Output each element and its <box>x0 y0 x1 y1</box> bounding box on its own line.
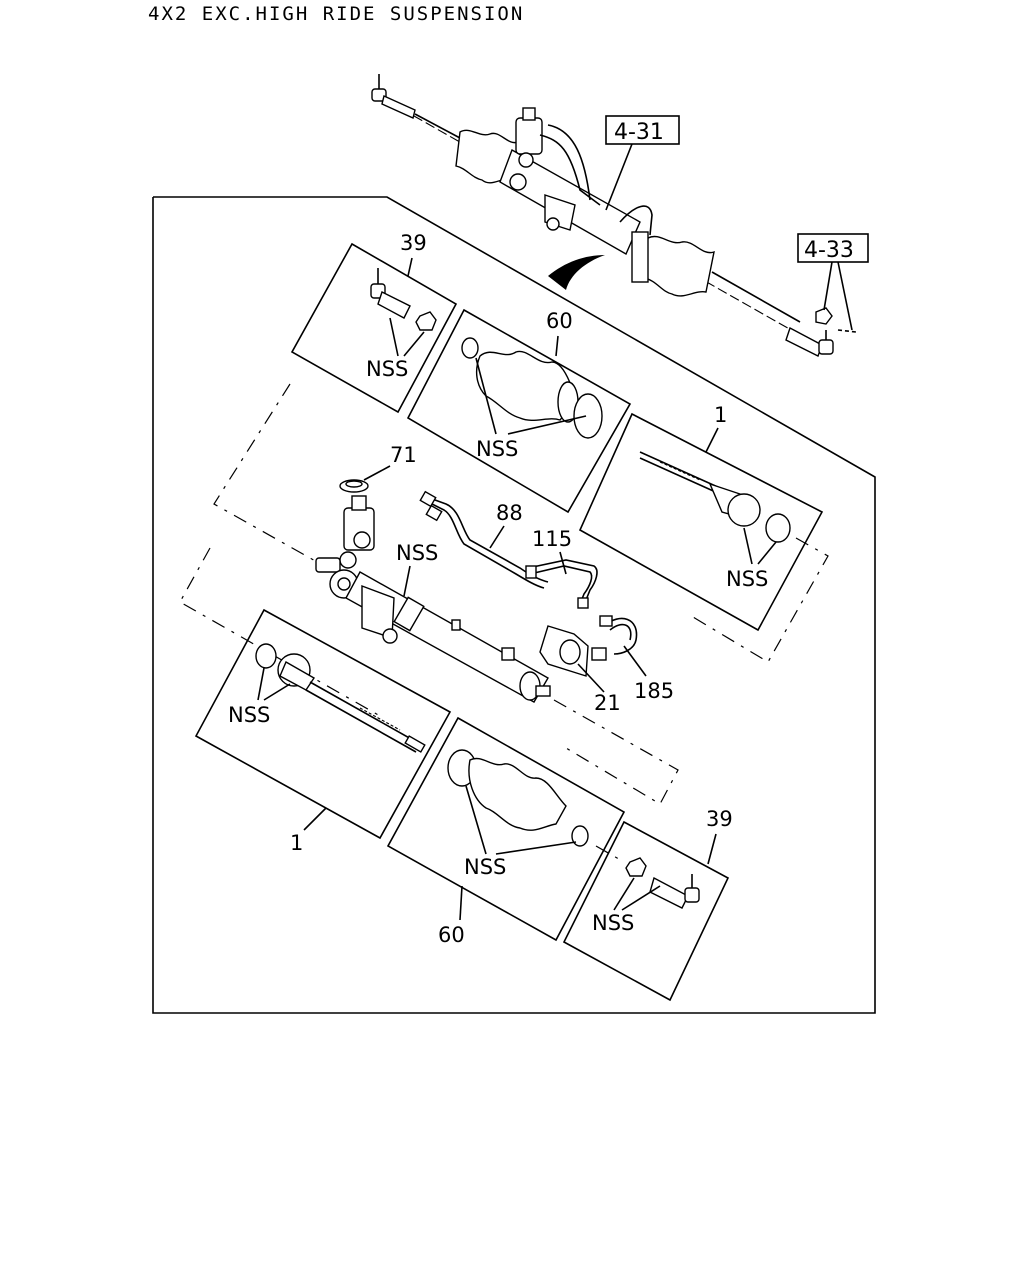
explode-arrow <box>548 255 605 290</box>
callout-39-bottom: 39 <box>706 807 733 831</box>
callout-21: 21 <box>594 691 621 715</box>
dashed-connector <box>595 845 625 863</box>
callout-88: 88 <box>496 501 523 525</box>
dashed-guide-right <box>687 537 829 663</box>
reference-4-33[interactable]: 4-33 <box>797 233 869 331</box>
callout-1-right: 1 <box>714 403 727 427</box>
part-21-bushing: 21 <box>539 625 621 715</box>
callout-60-bottom: 60 <box>438 923 465 947</box>
assembled-rack-top <box>371 74 857 357</box>
reference-4-33-label: 4-33 <box>804 238 854 263</box>
callout-39-top: 39 <box>400 231 427 255</box>
callout-185: 185 <box>634 679 674 703</box>
nss-label-housing: NSS <box>396 541 438 565</box>
nss-label-39-bottom: NSS <box>592 911 634 935</box>
reference-4-31-label: 4-31 <box>614 120 664 145</box>
callout-1-left: 1 <box>290 831 303 855</box>
nss-label-1-right: NSS <box>726 567 768 591</box>
callout-71: 71 <box>390 443 417 467</box>
part-115-pipe: 115 <box>525 527 598 609</box>
diagram-title: 4X2 EXC.HIGH RIDE SUSPENSION <box>148 3 525 25</box>
box-60-bottom: NSS 60 <box>386 716 626 947</box>
dashed-guide-center <box>553 699 679 805</box>
outer-frame <box>152 196 876 1014</box>
part-88-pipe: 88 <box>419 490 549 589</box>
nss-label-39-top: NSS <box>366 357 408 381</box>
box-1-right: 1 NSS <box>578 403 824 632</box>
rack-housing: NSS <box>315 495 551 703</box>
callout-60-top: 60 <box>546 309 573 333</box>
box-39-bottom: 39 NSS <box>562 807 733 1002</box>
callout-115: 115 <box>532 527 572 551</box>
box-60-top: 60 NSS <box>406 308 632 514</box>
nss-label-1-left: NSS <box>228 703 270 727</box>
nss-label-60-bottom: NSS <box>464 855 506 879</box>
nss-label-60-top: NSS <box>476 437 518 461</box>
reference-4-31[interactable]: 4-31 <box>605 115 680 211</box>
part-185-clamp: 185 <box>591 615 674 703</box>
part-71-grommet: 71 <box>339 443 417 493</box>
box-1-left: NSS 1 <box>194 608 452 855</box>
box-39-top: 39 NSS <box>290 231 458 414</box>
